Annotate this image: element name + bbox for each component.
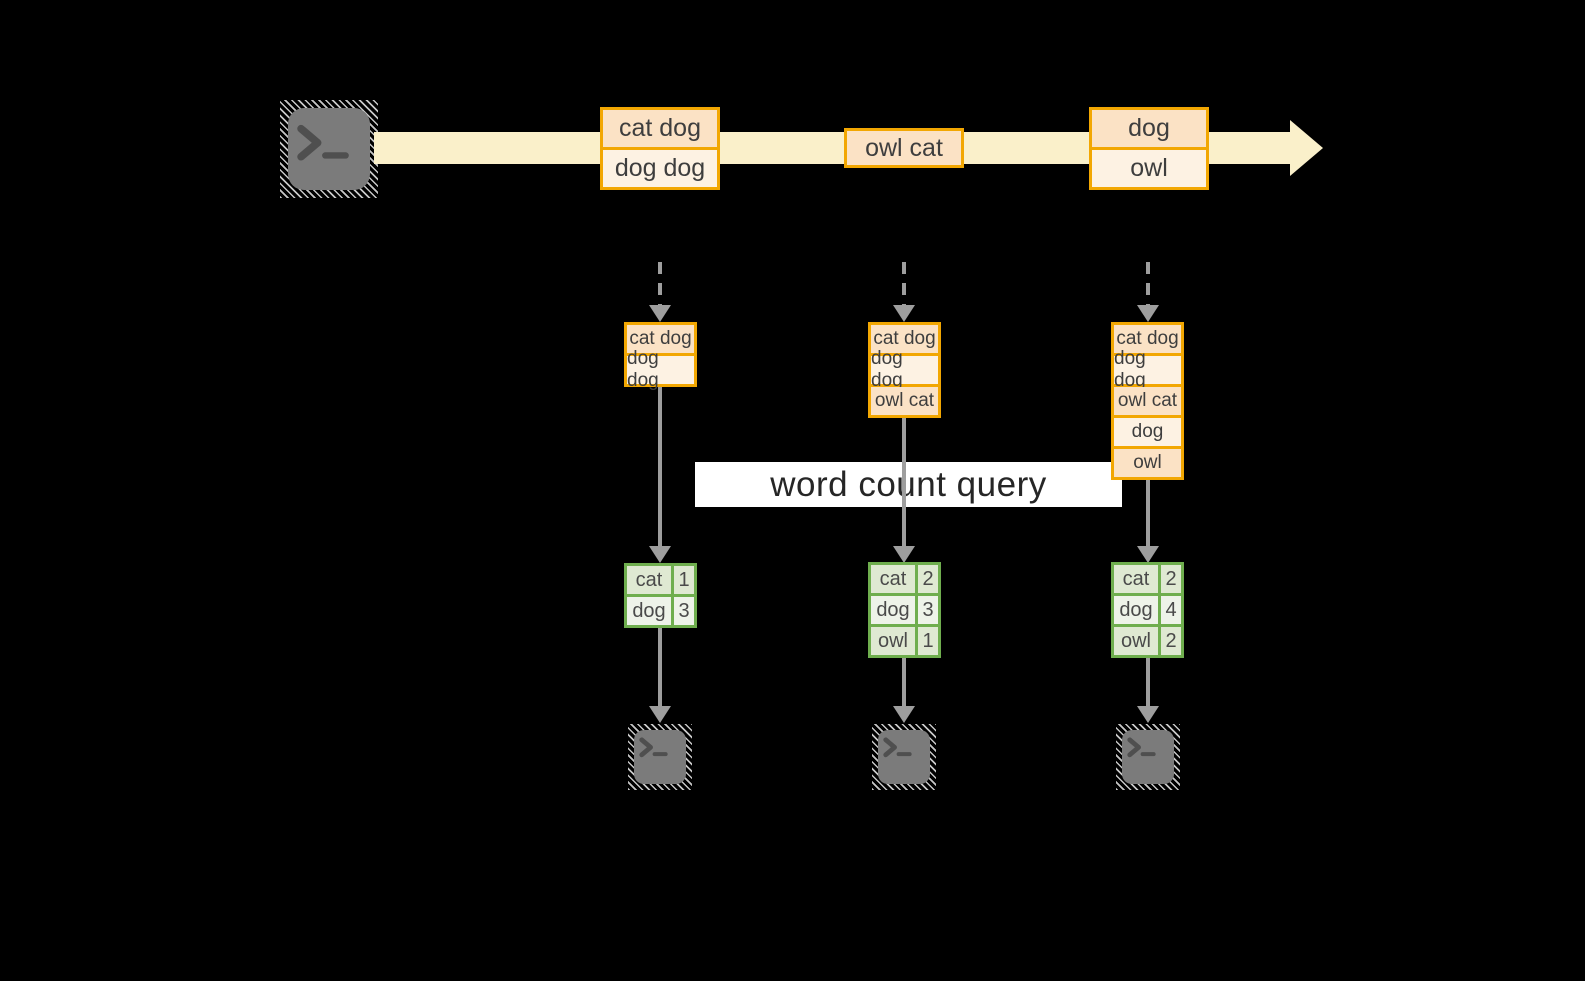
count-table-2: cat 2 dog 3 owl 1 [868,562,941,658]
output-terminal-1 [628,724,692,790]
buffer-row: owl cat [1114,387,1181,415]
stream-event-2: owl cat [844,128,964,168]
output-terminal-2 [872,724,936,790]
output-arrow-shaft [658,628,662,706]
buffer-row: cat dog [1114,325,1181,353]
stream-event-line: cat dog [603,110,717,147]
buffer-row: cat dog [871,325,938,353]
count-word-cell: cat [1114,565,1158,593]
count-word-cell: dog [1114,596,1158,624]
stream-event-line: dog dog [603,150,717,187]
buffer-row: owl [1114,449,1181,477]
terminal-prompt-icon [1127,737,1156,758]
stream-event-line: owl [1092,150,1206,187]
stream-source-terminal [280,100,378,198]
output-arrowhead-icon [1137,706,1159,723]
buffer-row: dog dog [871,348,938,391]
count-value-cell: 4 [1161,596,1181,624]
count-table-3: cat 2 dog 4 owl 2 [1111,562,1184,658]
buffer-row: dog dog [1114,348,1181,391]
ingest-arrowhead-icon [893,305,915,322]
query-arrow-shaft [902,418,906,546]
query-arrowhead-icon [649,546,671,563]
count-value-cell: 3 [918,596,938,624]
buffer-row: dog [1114,418,1181,446]
query-banner: word count query [695,462,1122,507]
ingest-arrow-shaft [1146,262,1150,306]
terminal-window [288,108,370,190]
terminal-prompt-icon [639,737,668,758]
count-word-cell: cat [627,566,671,594]
count-word-cell: owl [871,627,915,655]
output-arrowhead-icon [649,706,671,723]
terminal-prompt-icon [297,124,349,161]
stream-event-line: dog [1092,110,1206,147]
count-value-cell: 1 [674,566,694,594]
count-value-cell: 2 [918,565,938,593]
query-arrow-shaft [658,387,662,546]
count-value-cell: 2 [1161,565,1181,593]
buffer-table-1: cat dog dog dog [624,322,697,391]
stream-event-1: cat dog dog dog [600,107,720,190]
ingest-arrow-shaft [902,262,906,306]
stream-event-3: dog owl [1089,107,1209,190]
terminal-prompt-icon [883,737,912,758]
stream-arrowhead-icon [1290,120,1323,176]
buffer-row: cat dog [627,325,694,353]
count-word-cell: dog [871,596,915,624]
output-arrow-shaft [902,658,906,706]
count-value-cell: 1 [918,627,938,655]
query-arrowhead-icon [893,546,915,563]
buffer-table-3: cat dog dog dog owl cat dog owl [1111,322,1184,480]
buffer-row: dog dog [627,348,694,391]
output-terminal-3 [1116,724,1180,790]
buffer-table-2: cat dog dog dog owl cat [868,322,941,418]
query-arrow-shaft [1146,480,1150,546]
query-arrowhead-icon [1137,546,1159,563]
buffer-row: owl cat [871,387,938,415]
count-word-cell: cat [871,565,915,593]
ingest-arrow-shaft [658,262,662,306]
count-word-cell: owl [1114,627,1158,655]
query-banner-label: word count query [770,464,1047,504]
count-value-cell: 2 [1161,627,1181,655]
count-table-1: cat 1 dog 3 [624,563,697,628]
count-word-cell: dog [627,597,671,625]
output-arrow-shaft [1146,658,1150,706]
ingest-arrowhead-icon [1137,305,1159,322]
stream-event-line: owl cat [847,131,961,165]
output-arrowhead-icon [893,706,915,723]
ingest-arrowhead-icon [649,305,671,322]
count-value-cell: 3 [674,597,694,625]
